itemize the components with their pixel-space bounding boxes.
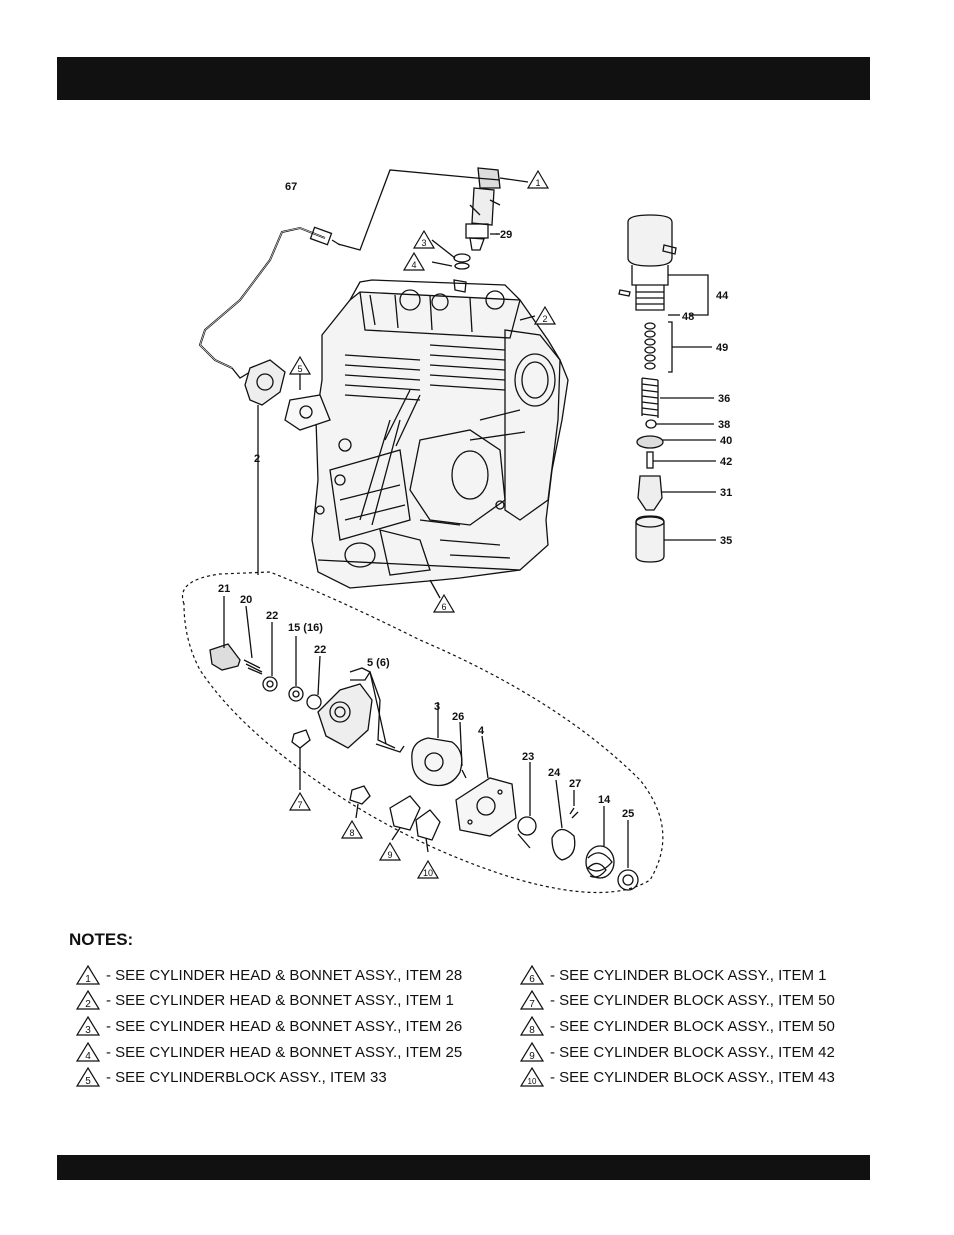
note-ref-number: 1: [85, 974, 91, 985]
ref-triangle-5: 5: [288, 355, 312, 375]
callout-67: 67: [285, 181, 297, 193]
note-ref-number: 10: [528, 1077, 537, 1086]
note-item: 9 - SEE CYLINDER BLOCK ASSY., ITEM 42: [520, 1042, 835, 1062]
note-text: - SEE CYLINDERBLOCK ASSY., ITEM 33: [106, 1068, 387, 1086]
note-ref-number: 2: [85, 999, 91, 1010]
note-text: - SEE CYLINDER BLOCK ASSY., ITEM 42: [550, 1043, 835, 1061]
ref-triangle-3: 3: [412, 229, 436, 249]
callout-labels: 67 29 44 48 49 36 38 40 42 31 35 2 21 20…: [218, 181, 732, 820]
ref-triangle-number: 9: [387, 850, 392, 860]
ref-triangle-9: 9: [378, 841, 402, 861]
note-ref-number: 6: [529, 974, 535, 985]
callout-26: 26: [452, 711, 464, 723]
note-item: 3 - SEE CYLINDER HEAD & BONNET ASSY., ITE…: [76, 1016, 462, 1036]
note-ref-triangle-icon: 4: [76, 1042, 100, 1062]
ref-triangle-4: 4: [402, 251, 426, 271]
callout-5-6: 5 (6): [367, 657, 390, 669]
callout-15-16: 15 (16): [288, 622, 323, 634]
shim-stack: [644, 322, 656, 370]
notes-title: NOTES:: [69, 930, 134, 949]
footer-bar: [57, 1155, 870, 1180]
note-ref-number: 7: [529, 999, 535, 1010]
ref-triangle-number: 2: [542, 314, 547, 324]
ref-triangle-7: 7: [288, 791, 312, 811]
note-text: - SEE CYLINDER BLOCK ASSY., ITEM 50: [550, 991, 835, 1009]
ref-triangle-1: 1: [526, 169, 550, 189]
callout-36: 36: [718, 393, 730, 405]
note-text: - SEE CYLINDER HEAD & BONNET ASSY., ITEM…: [106, 991, 454, 1009]
callout-22a: 22: [266, 610, 278, 622]
callout-14: 14: [598, 794, 611, 806]
callout-42: 42: [720, 456, 732, 468]
callout-44: 44: [716, 290, 729, 302]
note-item: 5 - SEE CYLINDERBLOCK ASSY., ITEM 33: [76, 1067, 387, 1087]
note-item: 1 - SEE CYLINDER HEAD & BONNET ASSY., ITE…: [76, 965, 462, 985]
note-text: - SEE CYLINDER BLOCK ASSY., ITEM 50: [550, 1017, 835, 1035]
callout-31: 31: [720, 487, 732, 499]
note-ref-triangle-icon: 1: [76, 965, 100, 985]
callout-20: 20: [240, 594, 252, 606]
callout-48: 48: [682, 311, 694, 323]
ref-triangle-10: 10: [416, 859, 440, 879]
ref-triangle-number: 4: [411, 260, 416, 270]
note-ref-triangle-icon: 6: [520, 965, 544, 985]
note-ref-number: 3: [85, 1025, 91, 1036]
lower-parts: [209, 596, 639, 891]
callout-4: 4: [478, 725, 485, 737]
note-item: 10 - SEE CYLINDER BLOCK ASSY., ITEM 43: [520, 1067, 835, 1087]
note-ref-triangle-icon: 2: [76, 990, 100, 1010]
callout-24: 24: [548, 767, 561, 779]
plunger-stack: [618, 214, 716, 563]
callout-3: 3: [434, 701, 440, 713]
note-ref-number: 5: [85, 1076, 91, 1087]
note-text: - SEE CYLINDER BLOCK ASSY., ITEM 1: [550, 966, 827, 984]
ref-triangle-2: 2: [533, 305, 557, 325]
note-item: 6 - SEE CYLINDER BLOCK ASSY., ITEM 1: [520, 965, 826, 985]
ref-triangle-number: 10: [423, 868, 433, 878]
ref-triangle-number: 3: [421, 238, 426, 248]
note-item: 2 - SEE CYLINDER HEAD & BONNET ASSY., ITE…: [76, 990, 454, 1010]
note-ref-triangle-icon: 8: [520, 1016, 544, 1036]
note-ref-number: 4: [85, 1051, 91, 1062]
callout-29: 29: [500, 229, 512, 241]
note-ref-triangle-icon: 10: [520, 1067, 544, 1087]
header-bar: [57, 57, 870, 100]
note-text: - SEE CYLINDER HEAD & BONNET ASSY., ITEM…: [106, 1043, 463, 1061]
note-ref-triangle-icon: 9: [520, 1042, 544, 1062]
note-text: - SEE CYLINDER BLOCK ASSY., ITEM 43: [550, 1068, 835, 1086]
callout-38: 38: [718, 419, 730, 431]
callout-23: 23: [522, 751, 534, 763]
note-ref-triangle-icon: 3: [76, 1016, 100, 1036]
callout-49: 49: [716, 342, 728, 354]
note-ref-triangle-icon: 7: [520, 990, 544, 1010]
callout-40: 40: [720, 435, 732, 447]
note-text: - SEE CYLINDER HEAD & BONNET ASSY., ITEM…: [106, 966, 463, 984]
ref-triangle-8: 8: [340, 819, 364, 839]
callout-27: 27: [569, 778, 581, 790]
callout-25: 25: [622, 808, 634, 820]
note-item: 8 - SEE CYLINDER BLOCK ASSY., ITEM 50: [520, 1016, 835, 1036]
engine-block-illustration: [311, 279, 569, 589]
ref-triangle-6: 6: [432, 593, 456, 613]
ref-triangle-number: 8: [349, 828, 354, 838]
callout-22b: 22: [314, 644, 326, 656]
callout-2: 2: [254, 453, 260, 465]
fuel-pump-body: [231, 359, 286, 575]
callout-21: 21: [218, 583, 230, 595]
ref-triangle-number: 5: [297, 364, 302, 374]
ref-triangle-number: 6: [441, 602, 446, 612]
ref-triangle-number: 1: [535, 178, 540, 188]
note-item: 4 - SEE CYLINDER HEAD & BONNET ASSY., ITE…: [76, 1042, 462, 1062]
note-ref-number: 8: [529, 1025, 535, 1036]
note-ref-number: 9: [529, 1051, 535, 1062]
callout-35: 35: [720, 535, 732, 547]
note-text: - SEE CYLINDER HEAD & BONNET ASSY., ITEM…: [106, 1017, 463, 1035]
note-item: 7 - SEE CYLINDER BLOCK ASSY., ITEM 50: [520, 990, 835, 1010]
ref-triangle-number: 7: [297, 800, 302, 810]
note-ref-triangle-icon: 5: [76, 1067, 100, 1087]
injector-assembly: [453, 167, 501, 293]
